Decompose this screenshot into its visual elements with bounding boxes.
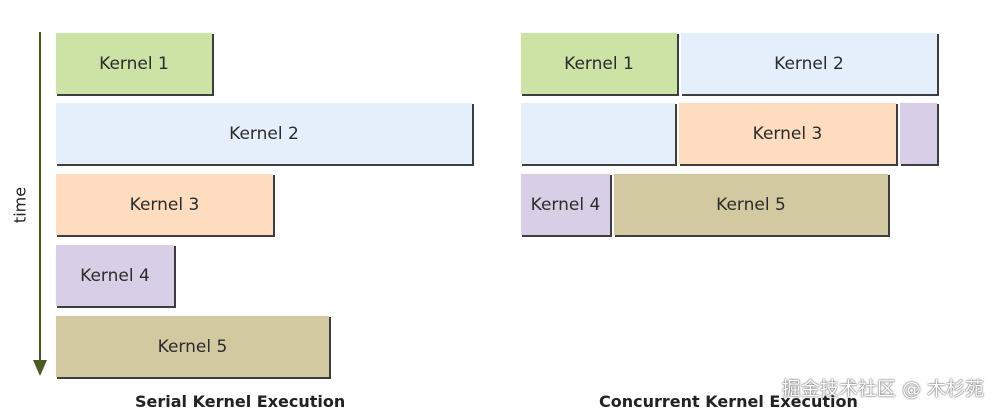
concurrent-kernel-5: Kernel 5 bbox=[613, 173, 888, 235]
concurrent-kernel-2: Kernel 2 bbox=[680, 32, 937, 94]
time-axis-arrowhead bbox=[33, 360, 47, 376]
concurrent-kernel-4-start bbox=[899, 102, 937, 164]
serial-kernel-5: Kernel 5 bbox=[55, 315, 329, 377]
watermark-text: 掘金技术社区 @ 木杉苑 bbox=[781, 378, 984, 400]
serial-caption: Serial Kernel Execution bbox=[135, 392, 346, 411]
serial-kernel-3: Kernel 3 bbox=[55, 173, 273, 235]
concurrent-kernel-4: Kernel 4 bbox=[520, 173, 610, 235]
concurrent-caption: Concurrent Kernel Execution bbox=[599, 392, 858, 411]
serial-kernel-2: Kernel 2 bbox=[55, 102, 472, 164]
concurrent-kernel-2-continuation bbox=[520, 102, 675, 164]
concurrent-kernel-1: Kernel 1 bbox=[520, 32, 677, 94]
serial-kernel-1: Kernel 1 bbox=[55, 32, 212, 94]
time-axis-label: time bbox=[10, 186, 30, 224]
serial-kernel-4: Kernel 4 bbox=[55, 244, 174, 306]
concurrent-kernel-3: Kernel 3 bbox=[678, 102, 896, 164]
time-axis-line bbox=[39, 32, 41, 362]
